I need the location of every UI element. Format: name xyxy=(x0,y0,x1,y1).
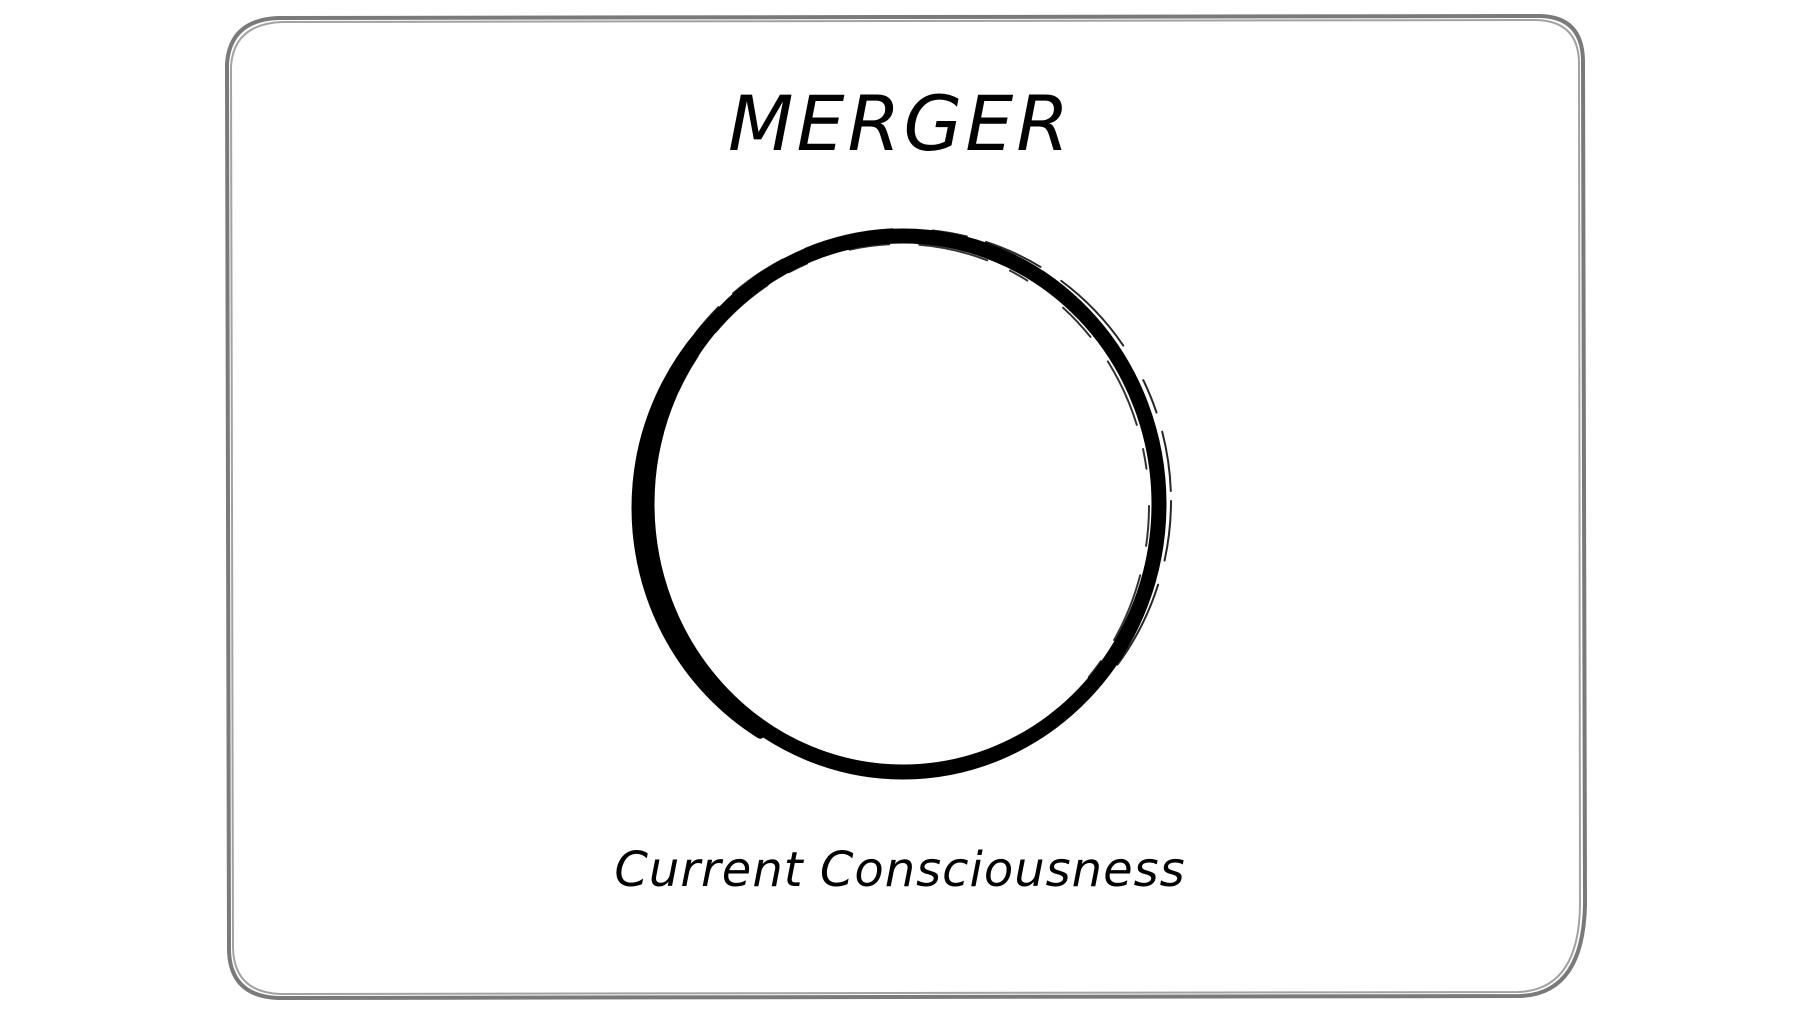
circle-stroke-left-heavy xyxy=(631,237,1165,779)
consciousness-circle xyxy=(631,228,1172,780)
circle-stroke-main xyxy=(639,228,1167,780)
diagram-title: MERGER xyxy=(727,79,1073,168)
card-frame xyxy=(224,13,1588,1001)
card-frame-stroke-outer xyxy=(224,13,1588,1001)
circle-stroke-texture-2 xyxy=(652,243,1150,769)
circle-stroke-texture-1 xyxy=(638,228,1172,774)
diagram-caption: Current Consciousness xyxy=(614,842,1186,898)
card-frame-stroke-inner xyxy=(229,18,1582,996)
